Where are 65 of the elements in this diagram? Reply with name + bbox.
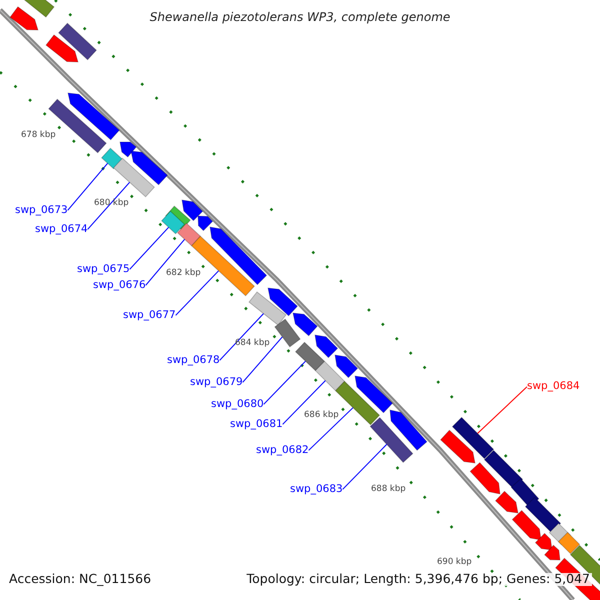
gene-bar	[524, 496, 562, 534]
gene-label: swp_0681	[230, 419, 283, 430]
leader-line	[129, 226, 170, 270]
gene-label: swp_0676	[93, 280, 146, 290]
gene-bar	[452, 416, 494, 460]
gene-bar	[294, 342, 326, 372]
gene-block	[268, 288, 298, 316]
gene-block	[354, 376, 394, 414]
gene-block	[198, 216, 214, 232]
leader-line	[282, 380, 326, 425]
leader-line	[219, 313, 264, 361]
gene-block	[544, 544, 560, 560]
chart-title: Shewanella piezotolerans WP3, complete genome	[148, 11, 452, 23]
scale-tick-label: 684 kbp	[235, 339, 270, 348]
gene-label: swp_0680	[211, 399, 264, 410]
gene-label: swp_0677	[123, 310, 176, 320]
leader-line	[145, 238, 186, 286]
scale-tick-label: 682 kbp	[166, 269, 201, 278]
gene-bar	[248, 291, 287, 326]
gene-block	[67, 92, 120, 140]
gene-label: swp_0679	[190, 377, 243, 388]
scale-tick-label: 688 kbp	[371, 485, 406, 494]
scale-tick-label: 678 kbp	[21, 131, 56, 140]
gene-block	[390, 409, 428, 451]
gene-block	[182, 200, 204, 222]
gene-bar	[161, 210, 185, 234]
scale-tick-label: 690 kbp	[437, 558, 472, 566]
scale-tick-label: 680 kbp	[94, 199, 129, 208]
leader-line	[263, 360, 306, 405]
gene-block	[292, 312, 318, 336]
gene-block	[10, 6, 39, 30]
gene-bar	[558, 532, 580, 554]
gene-bar	[274, 318, 301, 348]
gene-label: swp_0684	[527, 381, 580, 392]
gene-block	[512, 510, 542, 540]
gene-block	[130, 150, 168, 186]
gene-bar	[101, 148, 123, 170]
leader-line	[175, 270, 220, 316]
gene-block	[314, 334, 338, 358]
gene-bar	[370, 417, 414, 463]
gene-label: swp_0675	[77, 264, 130, 274]
gene-block	[440, 430, 476, 464]
leader-line	[308, 407, 354, 451]
leader-line	[342, 444, 388, 490]
gene-block	[334, 354, 358, 378]
gene-label: swp_0683	[290, 484, 343, 494]
genome-summary-text: Topology: circular; Length: 5,396,476 bp; Genes: 5,047	[244, 573, 592, 586]
leader-line	[67, 162, 108, 211]
scale-tick-label: 686 kbp	[304, 411, 339, 420]
leader-line	[477, 386, 528, 434]
gene-bar	[314, 360, 346, 392]
gene-bar	[113, 158, 155, 198]
accession-text: Accession: NC_011566	[9, 573, 152, 586]
gene-block	[470, 462, 500, 494]
gene-label: swp_0678	[167, 355, 220, 366]
gene-label: swp_0674	[35, 224, 88, 234]
gene-label: swp_0673	[15, 205, 68, 216]
gene-label: swp_0682	[256, 445, 309, 456]
gene-bar	[177, 222, 201, 246]
leader-line	[87, 182, 130, 230]
gene-block	[210, 226, 268, 286]
gene-bar	[484, 450, 524, 490]
gene-bar	[58, 22, 97, 60]
leader-line	[242, 336, 283, 383]
gene-block	[45, 34, 79, 62]
